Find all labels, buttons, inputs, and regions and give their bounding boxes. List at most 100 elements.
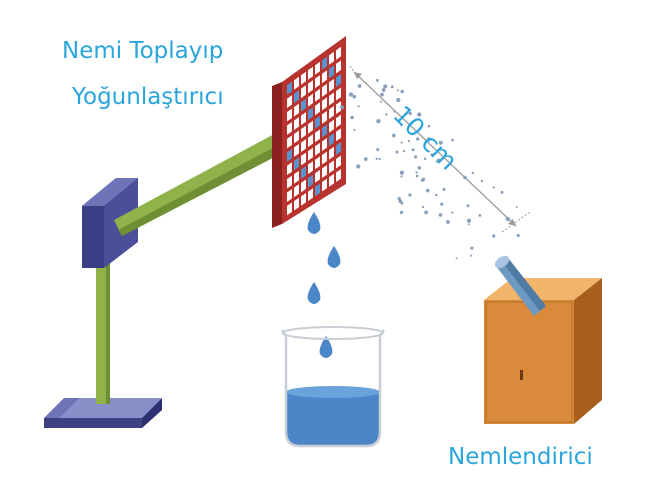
mist-dot: [438, 140, 443, 145]
mist-dot: [415, 174, 419, 178]
grid-cell: [322, 97, 327, 111]
grid-cell: [315, 115, 320, 129]
mist-dot: [466, 204, 470, 208]
grid-cell: [287, 148, 292, 162]
mist-dot: [417, 166, 422, 170]
mist-dot: [350, 115, 354, 120]
mist-dot: [395, 150, 399, 154]
mist-dot: [383, 84, 388, 89]
mist-dot: [438, 213, 441, 217]
mist-dot: [420, 178, 425, 182]
grid-cell: [336, 46, 341, 60]
mist-dot: [356, 164, 361, 169]
grid-cell: [287, 202, 292, 216]
grid-cell: [336, 169, 341, 183]
grid-cell: [294, 117, 299, 130]
mist-dot: [363, 157, 368, 162]
collector-label-line1: Nemi Toplayıp: [62, 38, 224, 64]
grid-cell: [336, 128, 341, 142]
mist-dot: [427, 124, 431, 128]
mist-dot: [469, 254, 473, 257]
grid-cell: [294, 103, 299, 117]
mist-dot: [446, 219, 450, 224]
mist-dot: [399, 170, 405, 175]
grid-cell: [322, 83, 327, 97]
mist-dot: [492, 186, 495, 189]
collector-label-line2: Yoğunlaştırıcı: [72, 84, 224, 110]
mist-dot: [435, 193, 438, 197]
mist-dot: [423, 157, 427, 161]
grid-cell: [301, 98, 306, 112]
mist-dot: [415, 171, 418, 174]
grid-cell: [294, 170, 299, 184]
grid-cell: [294, 130, 299, 144]
stand-arm: [114, 132, 288, 236]
mist-dot: [430, 153, 434, 157]
mist-dot: [400, 201, 404, 205]
grid-cell: [315, 156, 320, 170]
collector-grid: [272, 36, 346, 228]
grid-cell: [315, 129, 320, 143]
grid-cell: [329, 160, 334, 174]
mist-dot: [442, 187, 446, 191]
mist-dot: [424, 210, 428, 215]
mist-dot: [348, 92, 354, 97]
grid-cell: [322, 178, 327, 192]
mist-dot: [390, 85, 394, 89]
mist-dot: [339, 105, 344, 110]
grid-cell: [287, 95, 292, 109]
grid-cell: [336, 141, 341, 155]
beaker: [280, 326, 386, 448]
grid-cell: [294, 157, 299, 171]
mist-dot: [378, 157, 381, 161]
grid-cell: [308, 80, 313, 94]
grid-cell: [322, 165, 327, 179]
mist-dot: [399, 210, 404, 215]
mist-dot: [455, 257, 458, 260]
mist-dot: [408, 112, 412, 116]
grid-cell: [315, 88, 320, 102]
grid-cell: [322, 56, 327, 70]
mist-dot: [407, 139, 411, 143]
grid-cell: [329, 65, 334, 79]
mist-dot: [451, 211, 454, 214]
grid-cell: [301, 179, 306, 193]
grid-cell: [322, 138, 327, 151]
grid-cell: [308, 188, 313, 202]
mist-dot: [393, 110, 396, 113]
grid-cell: [308, 66, 313, 80]
mist-dot: [400, 175, 403, 178]
grid-cell: [315, 142, 320, 156]
grid-cell: [301, 112, 306, 126]
mist-dot: [411, 148, 415, 152]
grid-cell: [301, 139, 306, 152]
grid-cell: [301, 85, 306, 99]
mist-dot: [516, 233, 520, 238]
mist-dot: [400, 89, 404, 94]
mist-dot: [352, 94, 357, 99]
grid-cell: [315, 75, 320, 89]
mist-dot: [400, 141, 403, 144]
grid-cell: [329, 146, 334, 160]
stand-clamp: [82, 178, 138, 268]
grid-cell: [329, 106, 334, 120]
grid-cell: [315, 169, 320, 183]
mist-dot: [463, 175, 467, 180]
grid-cell: [329, 173, 334, 187]
grid-cell: [336, 114, 341, 128]
grid-cell: [329, 78, 334, 92]
mist-dot: [505, 216, 510, 222]
grid-cell: [287, 189, 292, 202]
grid-cell: [301, 71, 306, 85]
grid-cell: [322, 110, 327, 124]
grid-cell: [336, 87, 341, 101]
grid-cell: [308, 93, 313, 107]
grid-cell: [287, 81, 292, 95]
grid-cell: [301, 166, 306, 179]
mist-dot: [375, 157, 378, 160]
grid-cell: [336, 60, 341, 74]
mist-dot: [353, 128, 356, 132]
grid-cell: [308, 147, 313, 161]
mist-dot: [376, 147, 379, 151]
